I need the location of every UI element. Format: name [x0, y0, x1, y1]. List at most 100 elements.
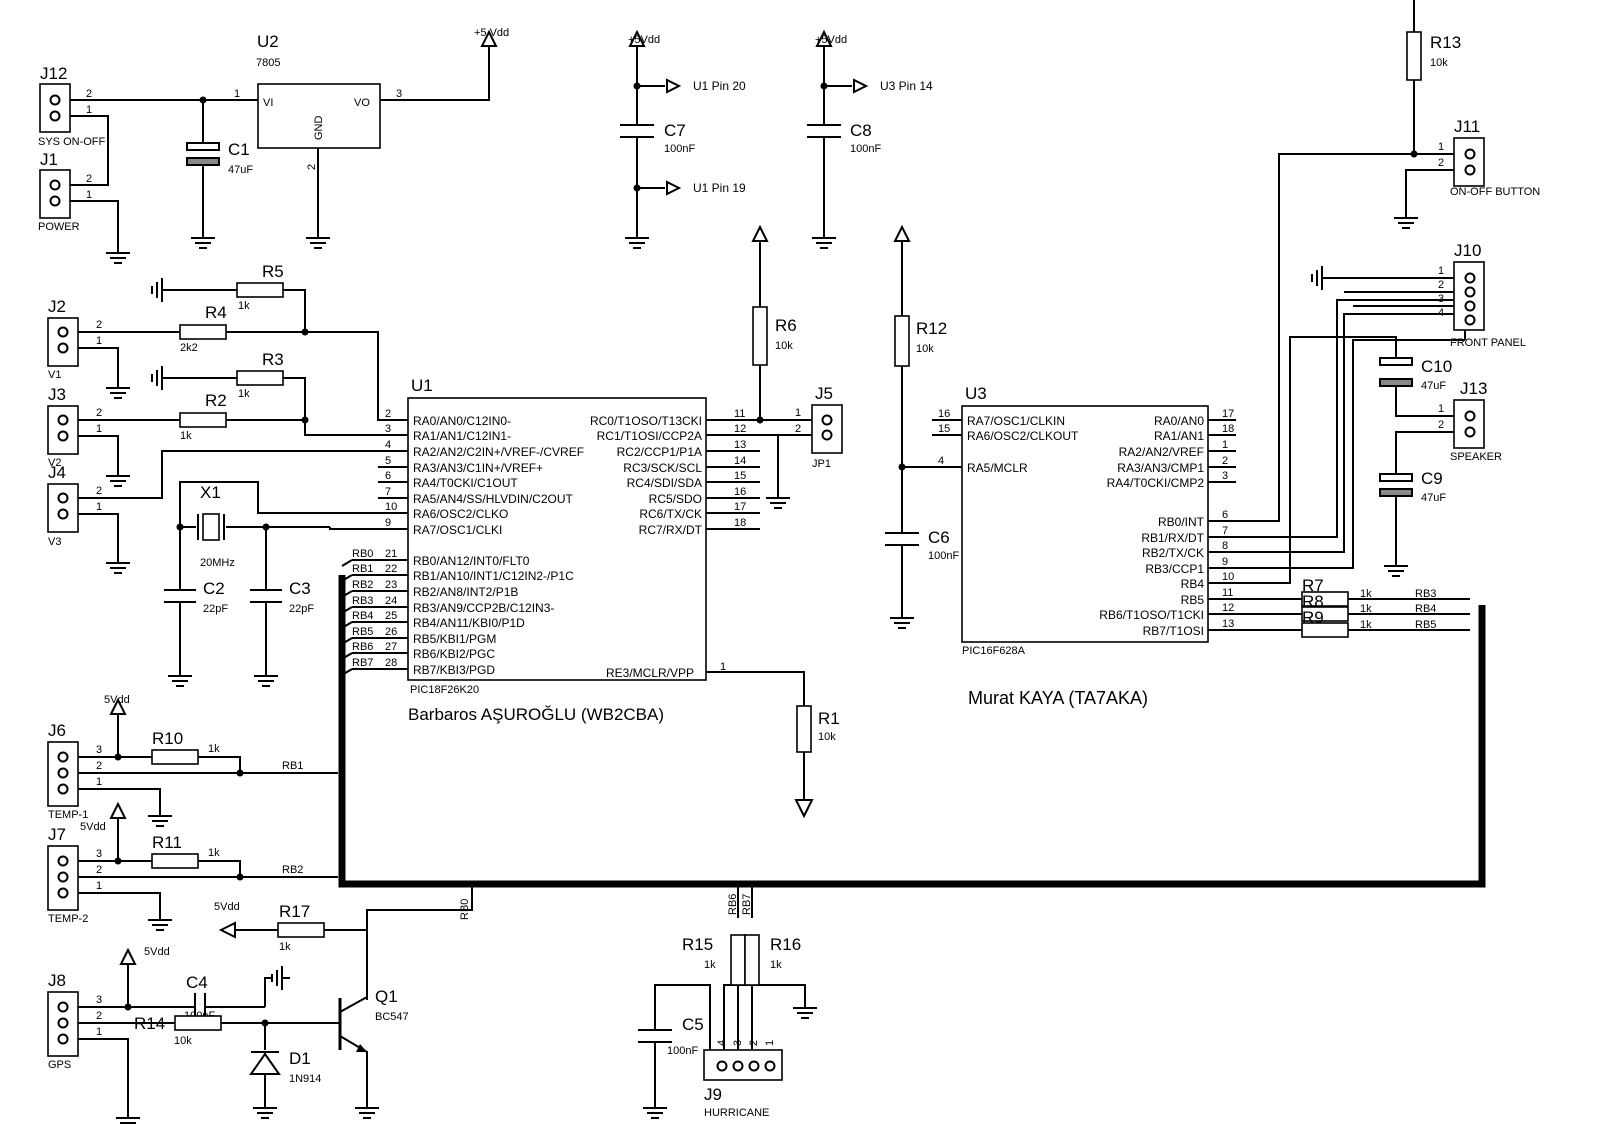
u3-right-pin-num: 12	[1222, 602, 1234, 614]
u2-vi: VI	[263, 97, 273, 109]
u1-left-pin-num: 23	[385, 579, 397, 591]
c7-val: 100nF	[664, 143, 695, 155]
u1-right-pin-num: 18	[734, 517, 746, 529]
u2-p3: 3	[396, 88, 402, 100]
u3-right-pin-name: RA4/T0CKI/CMP2	[1107, 476, 1205, 490]
c9-ref: C9	[1421, 469, 1443, 488]
j6-net: RB1	[282, 760, 303, 772]
r7-ref: R7	[1302, 576, 1324, 595]
u1-left-pin-name: RA4/T0CKI/C1OUT	[413, 476, 518, 490]
c1-ref: C1	[228, 140, 250, 159]
j8-p3: 3	[96, 994, 102, 1006]
j5-p1: 1	[795, 407, 801, 419]
u3-right-pin-name: RB2/TX/CK	[1142, 546, 1204, 560]
u1-left-pin-name: RA0/AN0/C12IN0-	[413, 414, 511, 428]
r8-val: 1k	[1360, 603, 1372, 615]
r7-net: RB3	[1415, 588, 1436, 600]
j5-label: JP1	[812, 458, 831, 470]
u1-left-pin-num: 7	[385, 486, 391, 498]
u1-right-pin-num: 15	[734, 470, 746, 482]
u3-right-pin-num: 9	[1222, 556, 1228, 568]
u1-left-pin-name: RB0/AN12/INT0/FLT0	[413, 554, 530, 568]
u1-left-pin-num: 25	[385, 610, 397, 622]
j6-label: TEMP-1	[48, 809, 88, 821]
net-rb0: RB0	[459, 899, 471, 920]
j12-label: SYS ON-OFF	[38, 136, 106, 148]
u1-left-pin-num: 3	[385, 423, 391, 435]
u1-left-pin-name: RB4/AN11/KBI0/P1D	[413, 616, 525, 630]
u2-ref: U2	[257, 32, 279, 51]
r9-ref: R9	[1302, 608, 1324, 627]
j1-ref: J1	[40, 150, 58, 169]
connector-j4: J4 V3 2 1	[47, 463, 102, 548]
r9-net: RB5	[1415, 619, 1436, 631]
j6-supply: 5Vdd	[104, 694, 130, 706]
j3-p1: 1	[96, 423, 102, 435]
r16-val: 1k	[770, 959, 782, 971]
u3-ref: U3	[965, 384, 987, 403]
r1-ref: R1	[818, 709, 840, 728]
j11-ref: J11	[1454, 117, 1480, 136]
j5-p2: 2	[795, 423, 801, 435]
author-1: Barbaros AŞUROĞLU (WB2CBA)	[408, 705, 664, 724]
j9-ref: J9	[704, 1085, 722, 1104]
u1-left-pin-num: 28	[385, 657, 397, 669]
u1-right-pin-name: RC7/RX/DT	[639, 523, 703, 537]
u3-right-pin-num: 17	[1222, 408, 1234, 420]
regulator-u2: U2 7805 VI VO GND 1 3 2	[234, 32, 402, 170]
u3-right-pin-name: RA2/AN2/VREF	[1119, 445, 1204, 459]
j13-p1: 1	[1438, 403, 1444, 415]
x1-ref: X1	[200, 483, 221, 502]
j2-ref: J2	[48, 297, 66, 316]
r17-supply: 5Vdd	[214, 901, 240, 913]
r1-val: 10k	[818, 731, 836, 743]
r4-val: 2k2	[180, 342, 198, 354]
u1-right-pin-name: RC0/T1OSO/T13CKI	[590, 414, 702, 428]
u1-right-pin-name: RC4/SDI/SDA	[627, 476, 702, 490]
r5-ref: R5	[262, 262, 284, 281]
u2-vo: VO	[354, 97, 370, 109]
u1-left-pin-name: RA5/AN4/SS/HLVDIN/C2OUT	[413, 492, 573, 506]
u3-pin14-label: U3 Pin 14	[880, 79, 933, 93]
u1-left-pin-name: RA3/AN3/C1IN+/VREF+	[413, 461, 543, 475]
u1-ref: U1	[411, 376, 433, 395]
c10-val: 47uF	[1421, 380, 1446, 392]
j7-ref: J7	[48, 825, 66, 844]
r16-ref: R16	[770, 935, 801, 954]
u1-left-pin-name: RB1/AN10/INT1/C12IN2-/P1C	[413, 569, 574, 583]
j13-p2: 2	[1438, 419, 1444, 431]
u1-right-pin-num: 13	[734, 439, 746, 451]
r11-ref: R11	[152, 833, 182, 852]
u1-left-pin-num: 26	[385, 626, 397, 638]
u1-bus-label: RB1	[352, 563, 373, 575]
d1-ref: D1	[289, 1049, 311, 1068]
j11-label: ON-OFF BUTTON	[1450, 186, 1540, 198]
u1-bus-label: RB3	[352, 595, 373, 607]
u3-right-pin-num: 11	[1222, 587, 1233, 599]
u1-right-pin-num: 12	[734, 423, 746, 435]
u1-right-pin-name: RC3/SCK/SCL	[623, 461, 702, 475]
u1-bus-label: RB7	[352, 657, 373, 669]
q1-val: BC547	[375, 1011, 409, 1023]
j3-label: V2	[48, 457, 61, 469]
u1-left-pin-num: 27	[385, 641, 397, 653]
u1-left-pin-name: RB7/KBI3/PGD	[413, 663, 495, 677]
u1-right-pin-name: RC6/TX/CK	[639, 507, 702, 521]
u1-bus-label: RB6	[352, 641, 373, 653]
r13-ref: R13	[1430, 33, 1461, 52]
u3-right-pin-name: RB7/T1OSI	[1143, 624, 1204, 638]
j9-p1: 1	[764, 1040, 776, 1046]
r12-ref: R12	[916, 319, 947, 338]
r15-ref: R15	[682, 935, 713, 954]
u1-right-pin-num: 11	[734, 408, 745, 420]
connector-j12: J12 SYS ON-OFF 2 1	[38, 64, 106, 148]
u3-right-pin-num: 8	[1222, 540, 1228, 552]
j7-p1: 1	[96, 880, 102, 892]
j3-ref: J3	[48, 385, 66, 404]
u1-mclr-pin: RE3/MCLR/VPP	[606, 666, 694, 680]
u1-left-pin-name: RB5/KBI1/PGM	[413, 632, 496, 646]
u1-left-pin-name: RB3/AN9/CCP2B/C12IN3-	[413, 601, 554, 615]
